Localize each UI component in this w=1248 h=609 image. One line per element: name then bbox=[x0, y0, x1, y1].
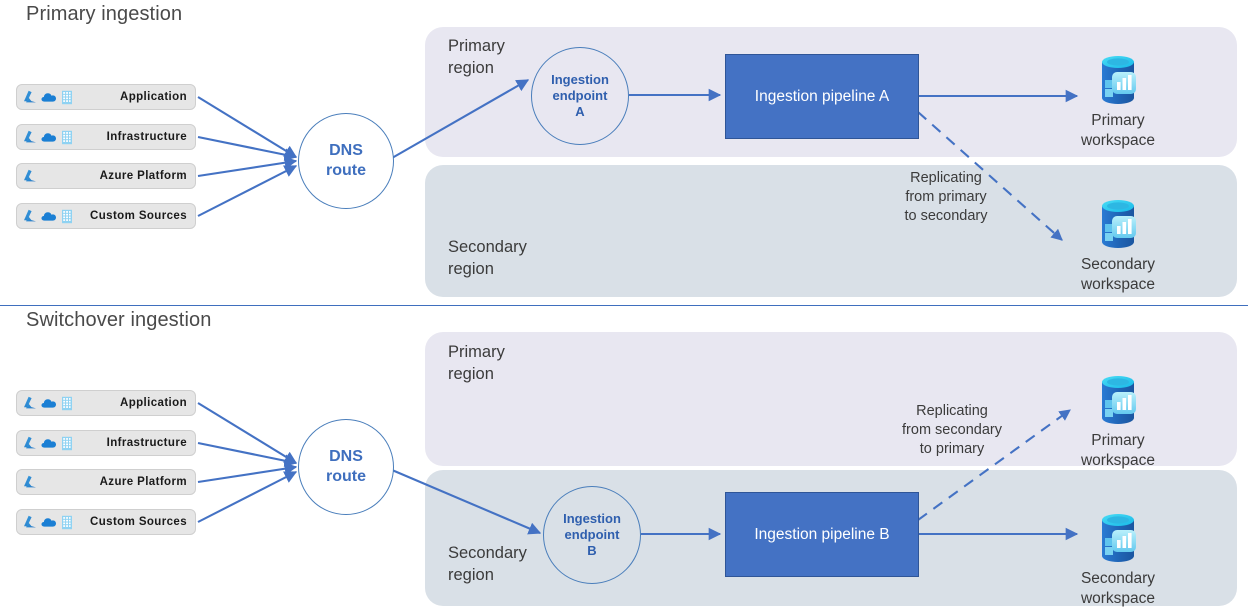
dns-route-line1: DNS bbox=[329, 448, 363, 466]
source-pill-custom-sources-top[interactable]: Custom Sources bbox=[16, 203, 196, 229]
building-icon bbox=[62, 436, 72, 450]
building-icon bbox=[62, 515, 72, 529]
region-band-primary-bottom bbox=[425, 332, 1237, 466]
source-icons bbox=[23, 130, 73, 145]
replication-note-top: Replicating from primary to secondary bbox=[904, 170, 988, 225]
azure-logo-icon bbox=[24, 515, 36, 527]
building-icon bbox=[62, 90, 72, 104]
source-label: Azure Platform bbox=[99, 476, 187, 488]
source-pill-azure-platform-bottom[interactable]: Azure Platform bbox=[16, 469, 196, 495]
cloud-icon bbox=[41, 439, 56, 448]
source-icons bbox=[23, 169, 37, 184]
source-pill-azure-platform-top[interactable]: Azure Platform bbox=[16, 163, 196, 189]
workspace-caption: Secondary workspace bbox=[1080, 256, 1156, 294]
region-label-secondary-bottom: Secondary region bbox=[448, 544, 527, 584]
ingestion-pipeline-b[interactable]: Ingestion pipeline B bbox=[725, 492, 919, 577]
ingestion-endpoint-a[interactable]: Ingestion endpoint A bbox=[531, 47, 629, 145]
log-analytics-workspace-icon bbox=[1102, 376, 1136, 424]
source-label: Custom Sources bbox=[90, 210, 187, 222]
dns-route-node-bottom[interactable]: DNS route bbox=[298, 419, 394, 515]
section-title-switchover: Switchover ingestion bbox=[26, 309, 212, 331]
workspace-caption: Primary workspace bbox=[1080, 112, 1156, 150]
source-label: Infrastructure bbox=[106, 437, 187, 449]
azure-logo-icon bbox=[24, 475, 36, 487]
building-icon bbox=[62, 130, 72, 144]
source-pill-application-top[interactable]: Application bbox=[16, 84, 196, 110]
section-divider bbox=[0, 305, 1248, 306]
ingestion-endpoint-b[interactable]: Ingestion endpoint B bbox=[543, 486, 641, 584]
region-label-primary-top: Primary region bbox=[448, 37, 505, 77]
log-analytics-workspace-icon bbox=[1102, 514, 1136, 562]
dns-route-line1: DNS bbox=[329, 142, 363, 160]
section-title-primary: Primary ingestion bbox=[26, 3, 183, 25]
source-label: Infrastructure bbox=[106, 131, 187, 143]
azure-logo-icon bbox=[24, 209, 36, 221]
source-icons bbox=[23, 209, 73, 224]
workspace-caption: Primary workspace bbox=[1080, 432, 1156, 470]
secondary-workspace-top[interactable]: Secondary workspace bbox=[1058, 196, 1178, 295]
building-icon bbox=[62, 209, 72, 223]
region-label-secondary-top: Secondary region bbox=[448, 238, 527, 278]
primary-workspace-bottom[interactable]: Primary workspace bbox=[1058, 372, 1178, 471]
source-icons bbox=[23, 475, 37, 490]
azure-logo-icon bbox=[24, 90, 36, 102]
building-icon bbox=[62, 396, 72, 410]
source-pill-infrastructure-top[interactable]: Infrastructure bbox=[16, 124, 196, 150]
source-label: Application bbox=[119, 397, 187, 409]
log-analytics-workspace-icon bbox=[1102, 56, 1136, 104]
source-pill-application-bottom[interactable]: Application bbox=[16, 390, 196, 416]
region-label-primary-bottom: Primary region bbox=[448, 343, 505, 383]
dns-route-node-top[interactable]: DNS route bbox=[298, 113, 394, 209]
cloud-icon bbox=[41, 399, 56, 408]
azure-logo-icon bbox=[24, 396, 36, 408]
source-pill-custom-sources-bottom[interactable]: Custom Sources bbox=[16, 509, 196, 535]
source-icons bbox=[23, 396, 73, 411]
cloud-icon bbox=[41, 133, 56, 142]
source-icons bbox=[23, 436, 73, 451]
source-icons bbox=[23, 90, 73, 105]
azure-logo-icon bbox=[24, 169, 36, 181]
region-band-secondary-top bbox=[425, 165, 1237, 297]
log-analytics-workspace-icon bbox=[1102, 200, 1136, 248]
ingestion-pipeline-a[interactable]: Ingestion pipeline A bbox=[725, 54, 919, 139]
workspace-caption: Secondary workspace bbox=[1080, 570, 1156, 608]
azure-logo-icon bbox=[24, 130, 36, 142]
secondary-workspace-bottom[interactable]: Secondary workspace bbox=[1058, 510, 1178, 609]
source-label: Azure Platform bbox=[99, 170, 187, 182]
cloud-icon bbox=[41, 518, 56, 527]
source-icons bbox=[23, 515, 73, 530]
dns-route-line2: route bbox=[326, 468, 366, 485]
source-label: Custom Sources bbox=[90, 516, 187, 528]
primary-workspace-top[interactable]: Primary workspace bbox=[1058, 52, 1178, 151]
azure-logo-icon bbox=[24, 436, 36, 448]
source-pill-infrastructure-bottom[interactable]: Infrastructure bbox=[16, 430, 196, 456]
replication-note-bottom: Replicating from secondary to primary bbox=[902, 403, 1002, 458]
dns-route-line2: route bbox=[326, 162, 366, 179]
cloud-icon bbox=[41, 93, 56, 102]
cloud-icon bbox=[41, 212, 56, 221]
source-label: Application bbox=[119, 91, 187, 103]
